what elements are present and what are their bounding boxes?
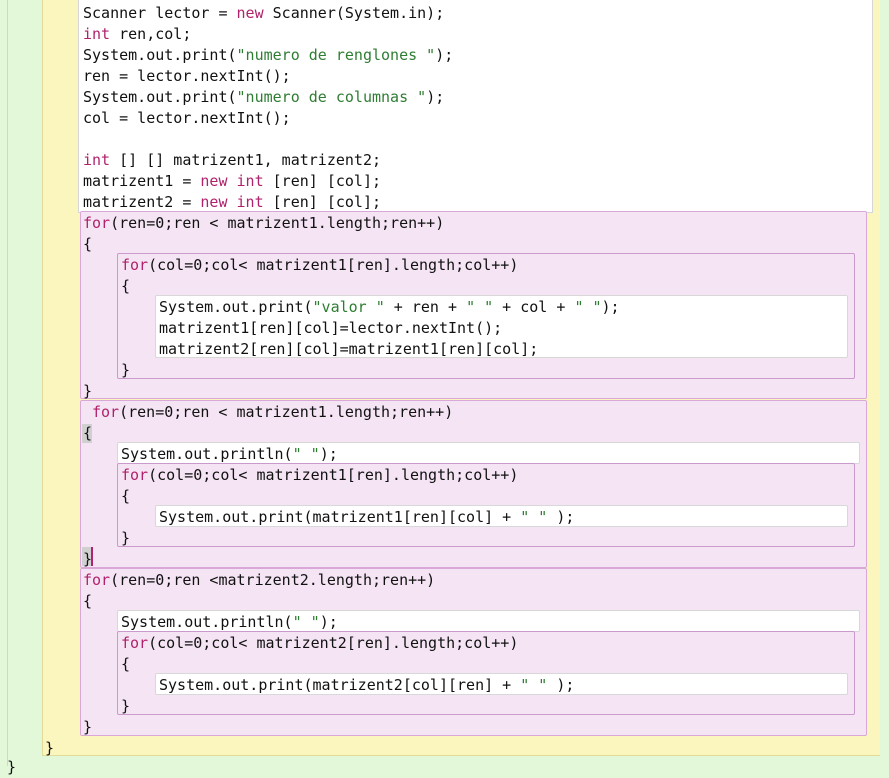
code-line[interactable]: int [] [] matrizent1, matrizent2; (83, 151, 382, 169)
statement-block[interactable] (78, 0, 873, 213)
code-line[interactable]: matrizent2 = new int [ren] [col]; (83, 193, 382, 211)
code-line[interactable]: matrizent1[ren][col]=lector.nextInt(); (159, 319, 503, 337)
code-line[interactable]: System.out.print("valor " + ren + " " + … (159, 298, 620, 316)
code-line[interactable]: System.out.print("numero de columnas "); (83, 88, 445, 106)
code-line[interactable]: System.out.println(" "); (121, 445, 338, 463)
code-line[interactable]: matrizent2[ren][col]=matrizent1[ren][col… (159, 340, 539, 358)
method-close-brace[interactable]: } (45, 739, 55, 757)
text-caret (91, 547, 93, 566)
code-line[interactable]: System.out.println(" "); (121, 613, 338, 631)
loop-body-block-1[interactable] (155, 295, 848, 358)
open-brace[interactable]: { (83, 424, 93, 442)
for-header[interactable]: for(col=0;col< matrizent2[ren].length;co… (121, 634, 519, 652)
open-brace[interactable]: { (121, 487, 131, 505)
for-header[interactable]: for(ren=0;ren <matrizent2.length;ren++) (83, 571, 436, 589)
open-brace[interactable]: { (83, 235, 93, 253)
open-brace[interactable]: { (121, 277, 131, 295)
close-brace[interactable]: } (83, 550, 93, 568)
close-brace[interactable]: } (83, 718, 93, 736)
for-header[interactable]: for(col=0;col< matrizent1[ren].length;co… (121, 256, 519, 274)
loop-body-block-3[interactable] (155, 673, 848, 695)
open-brace[interactable]: { (121, 655, 131, 673)
code-line[interactable]: col = lector.nextInt(); (83, 109, 291, 127)
code-line[interactable]: System.out.print("numero de renglones ")… (83, 46, 454, 64)
code-line[interactable]: System.out.print(matrizent1[ren][col] + … (159, 508, 575, 526)
for-header[interactable]: for(col=0;col< matrizent1[ren].length;co… (121, 466, 519, 484)
code-line[interactable]: Scanner lector = new Scanner(System.in); (83, 4, 445, 22)
matched-brace-highlight (82, 547, 92, 566)
close-brace[interactable]: } (121, 529, 131, 547)
code-line[interactable]: System.out.print(matrizent2[col][ren] + … (159, 676, 575, 694)
close-brace[interactable]: } (83, 382, 93, 400)
open-brace[interactable]: { (83, 592, 93, 610)
for-header[interactable]: for(ren=0;ren < matrizent1.length;ren++) (92, 403, 454, 421)
code-line[interactable]: matrizent1 = new int [ren] [col]; (83, 172, 382, 190)
loop-body-block-2[interactable] (155, 505, 848, 527)
close-brace[interactable]: } (121, 361, 131, 379)
class-close-brace[interactable]: } (7, 758, 17, 776)
code-line[interactable]: int ren,col; (83, 25, 192, 43)
for-header[interactable]: for(ren=0;ren < matrizent1.length;ren++) (83, 214, 445, 232)
code-line[interactable]: ren = lector.nextInt(); (83, 67, 291, 85)
matched-brace-highlight (82, 424, 92, 443)
close-brace[interactable]: } (121, 697, 131, 715)
